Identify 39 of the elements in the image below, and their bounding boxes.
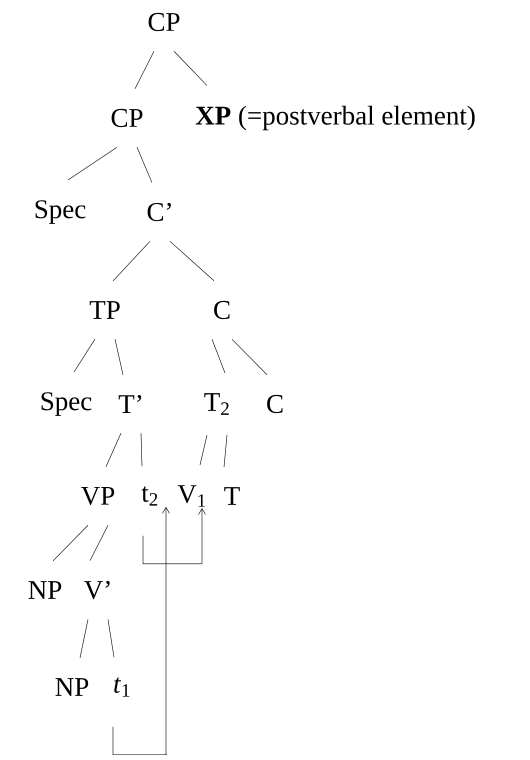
category-label: V’: [84, 580, 110, 600]
movement-arrow: [112, 506, 170, 756]
category-label: C’: [148, 202, 171, 222]
category-label: Spec: [36, 200, 86, 224]
category-label: CP: [148, 12, 180, 32]
branch-line: [232, 338, 268, 376]
category-label: NP: [56, 678, 88, 696]
branch-line: [212, 338, 226, 374]
branch-line: [134, 50, 154, 90]
branch-line: [108, 619, 114, 658]
category-label: Spec: [42, 392, 92, 416]
category-label: T’: [118, 395, 142, 413]
category-label: TP: [90, 301, 120, 319]
category-label: VP: [81, 486, 114, 506]
branch-line: [170, 241, 214, 282]
category-label: XP (=postverbal element): [196, 106, 475, 130]
category-label: t$_{1}$: [114, 677, 130, 697]
branch-line: [136, 146, 152, 183]
branch-line: [200, 434, 208, 466]
branch-line: [80, 619, 88, 658]
category-label: C: [214, 300, 230, 320]
category-label: T: [224, 487, 240, 505]
branch-line: [114, 338, 124, 376]
branch-line: [106, 432, 122, 468]
branch-line: [68, 146, 118, 180]
movement-arrow: [142, 508, 206, 564]
category-label: V$_{1}$: [178, 485, 206, 507]
category-label: t$_{2}$: [142, 486, 158, 506]
branch-line: [174, 50, 208, 86]
branch-line: [224, 434, 228, 468]
category-label: C: [267, 394, 283, 414]
branch-line: [140, 432, 142, 467]
branch-line: [52, 524, 88, 562]
branch-line: [112, 241, 150, 282]
category-label: NP: [28, 581, 62, 599]
category-label: T$_{2}$: [204, 393, 229, 415]
branch-line: [74, 338, 96, 372]
category-label: CP: [112, 108, 142, 128]
branch-line: [90, 524, 108, 561]
